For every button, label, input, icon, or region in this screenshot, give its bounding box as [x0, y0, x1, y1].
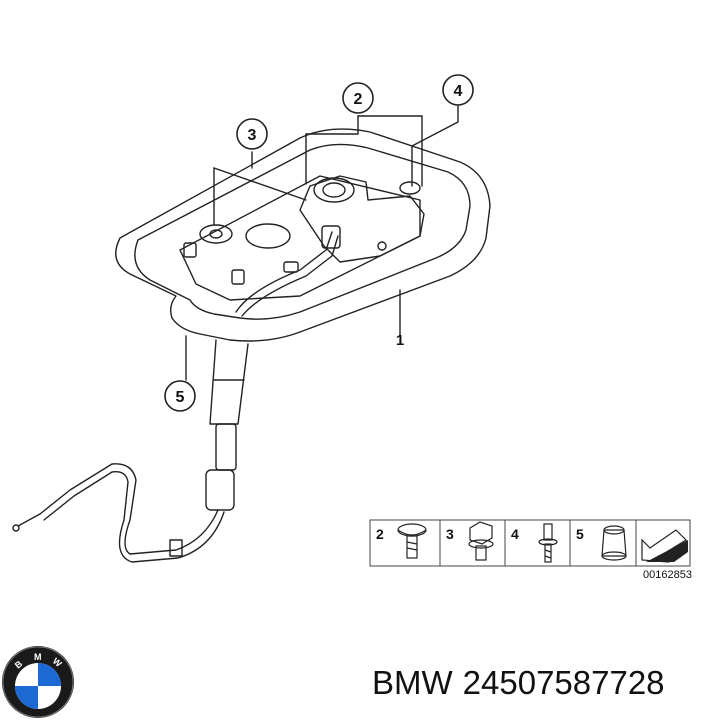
- callout-label-1: 1: [396, 332, 404, 349]
- mount-hole: [199, 224, 233, 244]
- brand-name: BMW: [372, 664, 453, 701]
- bolt-icon: [468, 521, 494, 561]
- screw-icon: [397, 523, 427, 559]
- legend-item-3: 3: [446, 526, 454, 542]
- legend-item-4: 4: [511, 526, 519, 542]
- callout-3: [236, 118, 268, 150]
- svg-text:B: B: [13, 658, 25, 670]
- cable-clip: [205, 469, 235, 511]
- legend-strip: [369, 519, 691, 567]
- tray-floor: [179, 175, 421, 301]
- callout-5: [164, 380, 196, 412]
- svg-text:M: M: [34, 652, 42, 662]
- stud-bolt-icon: [538, 523, 558, 563]
- cable-inner: [235, 231, 333, 313]
- nut-icon: [601, 525, 627, 561]
- cable-sheath: [209, 339, 249, 425]
- callout-2: [342, 82, 374, 114]
- legend-item-2: 2: [376, 526, 384, 542]
- tray-inner-rim: [134, 143, 471, 320]
- callout-4: [442, 74, 474, 106]
- image-code: 00162853: [643, 569, 692, 581]
- callout-label-4: 4: [454, 83, 463, 100]
- housing: [299, 175, 425, 263]
- bmw-logo: B M W: [2, 646, 74, 718]
- arrow-icon: [641, 529, 688, 563]
- part-number: 24507587728: [462, 664, 665, 701]
- legend-item-5: 5: [576, 526, 584, 542]
- cable-outer: [39, 463, 219, 555]
- tray-outline: [115, 128, 491, 342]
- mount-hole: [399, 181, 421, 195]
- stud: [231, 269, 245, 285]
- stud: [283, 261, 299, 273]
- stud: [183, 242, 197, 258]
- large-hole: [245, 223, 291, 249]
- callout-label-5: 5: [176, 389, 185, 406]
- callout-label-2: 2: [354, 91, 363, 108]
- mount-hole: [313, 177, 355, 203]
- callout-label-3: 3: [248, 127, 257, 144]
